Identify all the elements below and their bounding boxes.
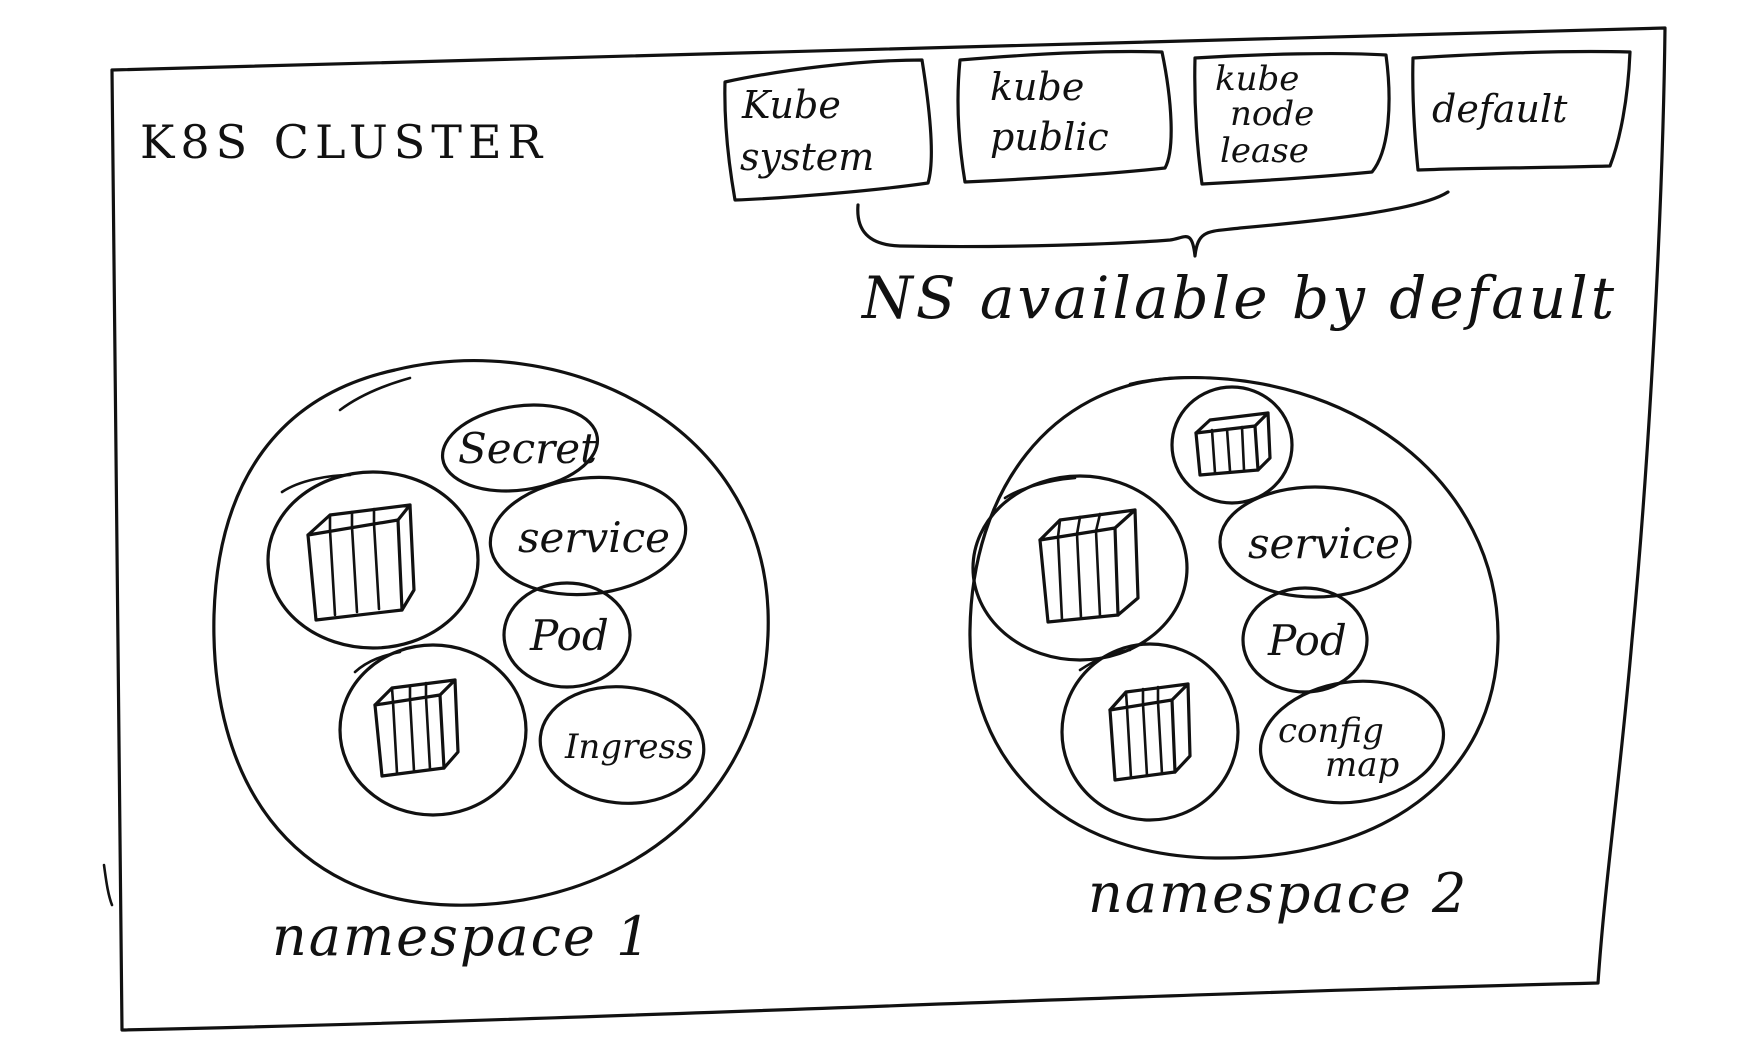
- ns-box-kube-node-lease-line3: lease: [1220, 131, 1309, 171]
- namespace-1-group: Secret service Pod Ingress namespace: [212, 359, 770, 968]
- namespace-2-circle-overstroke: [1128, 375, 1212, 386]
- ns2-pod-label: Pod: [1267, 616, 1347, 665]
- ns2-pod-ellipse: [1241, 586, 1369, 694]
- namespace-1-circle: [212, 359, 770, 907]
- container-icon: [1038, 508, 1140, 624]
- ns2-container-ellipse-2: [1060, 642, 1240, 822]
- ns2-service-label: service: [1248, 519, 1400, 568]
- cluster-frame-overstroke: [102, 863, 114, 907]
- ns1-pod-ellipse: [502, 581, 632, 689]
- namespace-2-circle: [968, 376, 1500, 860]
- container-icon: [373, 678, 460, 778]
- ns1-service-ellipse: [488, 475, 688, 597]
- container-icon: [1108, 682, 1192, 782]
- ns1-ingress-label: Ingress: [564, 727, 693, 767]
- ns2-container-ellipse-top: [1170, 385, 1294, 505]
- ns-box-kube-system: [723, 58, 933, 202]
- ns-box-kube-system-line1: Kube: [741, 83, 841, 127]
- ns-box-kube-public-line1: kube: [990, 65, 1084, 109]
- default-ns-caption: NS available by default: [860, 264, 1617, 332]
- namespace-2-group: service Pod config map namespace 2: [968, 375, 1500, 925]
- ns2-service-ellipse: [1218, 485, 1412, 599]
- ns-box-default: [1411, 49, 1632, 172]
- ns1-ingress-ellipse: [538, 685, 706, 805]
- ns-box-kube-public-line2: public: [990, 115, 1109, 159]
- container-icon: [306, 503, 416, 622]
- ns-box-kube-public: [956, 49, 1173, 184]
- ns1-container-ellipse-1-overstroke: [280, 473, 352, 494]
- ns2-configmap-label-line1: config: [1278, 711, 1384, 751]
- ns1-pod-label: Pod: [529, 611, 609, 660]
- default-ns-brace: [856, 190, 1450, 258]
- container-icon: [1194, 411, 1272, 477]
- ns2-container-ellipse-1-overstroke: [1003, 476, 1077, 500]
- namespace-1-circle-overstroke: [338, 376, 412, 412]
- namespace-2-label: namespace 2: [1088, 862, 1468, 925]
- ns-box-kube-node-lease: [1193, 51, 1391, 186]
- ns-box-kube-node-lease-line1: kube: [1215, 59, 1299, 99]
- default-namespace-boxes: Kube system kube public kube node lease …: [723, 49, 1632, 202]
- ns1-container-ellipse-2: [338, 643, 528, 817]
- namespace-1-label: namespace 1: [272, 905, 652, 968]
- ns2-configmap-ellipse: [1258, 679, 1446, 805]
- ns1-container-ellipse-1: [266, 470, 480, 650]
- ns2-container-ellipse-1: [971, 474, 1189, 662]
- ns1-service-label: service: [518, 513, 670, 562]
- ns1-secret-ellipse: [440, 403, 600, 493]
- ns1-secret-label: Secret: [458, 424, 597, 473]
- ns1-container-ellipse-2-overstroke: [353, 650, 402, 674]
- ns-box-kube-system-line2: system: [740, 135, 874, 179]
- ns2-container-ellipse-2-overstroke: [1078, 648, 1132, 672]
- ns-box-kube-node-lease-line2: node: [1230, 94, 1314, 134]
- ns-box-default-line1: default: [1432, 87, 1568, 131]
- ns2-configmap-label-line2: map: [1325, 745, 1399, 785]
- cluster-title: K8S CLUSTER: [140, 115, 548, 169]
